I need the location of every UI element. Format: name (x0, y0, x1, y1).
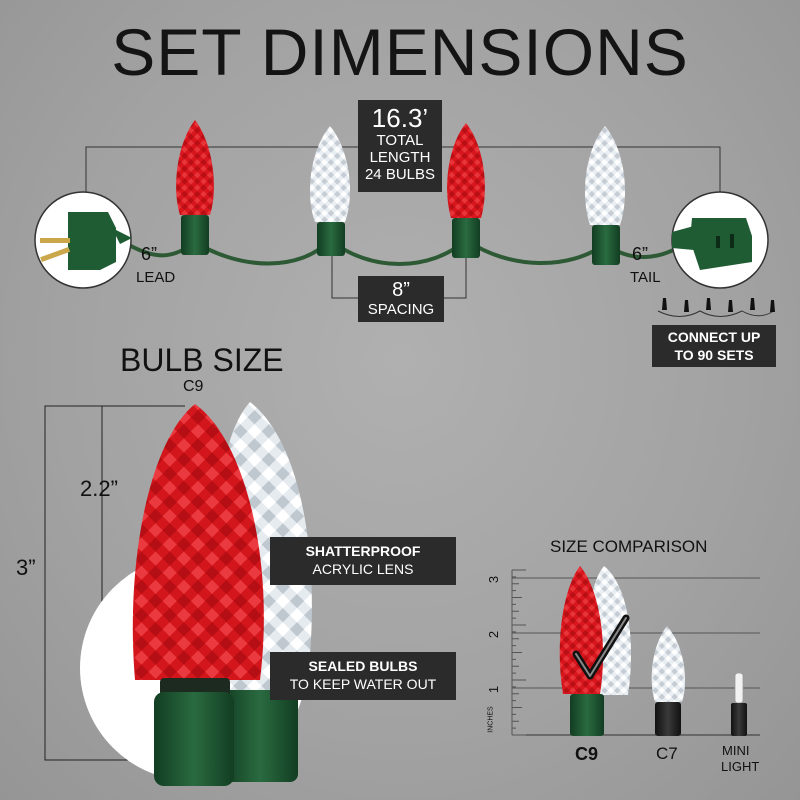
string-bulb-red-2 (447, 123, 485, 258)
spacing-box: 8” SPACING (358, 276, 444, 322)
compare-label-light: LIGHT (721, 759, 760, 774)
spacing-value: 8” (392, 279, 410, 301)
ruler-tick-2: 2 (486, 630, 502, 639)
feature-subtitle: TO KEEP WATER OUT (289, 676, 437, 692)
total-length-value: 16.3’ (371, 103, 429, 133)
feature-title: SEALED BULBS (308, 658, 418, 674)
bulb-size-type: C9 (183, 378, 204, 395)
tail-label: TAIL (630, 269, 661, 286)
compare-bulb-mini (731, 672, 747, 736)
total-length-line3: 24 BULBS (364, 166, 436, 183)
connected-sets-icon (657, 298, 775, 317)
tail-value: 6” (632, 244, 649, 264)
compare-label-mini: MINI (722, 743, 750, 758)
ruler-unit: INCHES (487, 706, 495, 733)
size-comparison-title: SIZE COMPARISON (550, 537, 708, 556)
male-plug-icon (34, 191, 132, 289)
string-bulb-red-1 (176, 120, 214, 255)
spacing-label: SPACING (367, 301, 435, 318)
string-bulb-white-2 (585, 126, 625, 265)
string-bulb-white-1 (310, 126, 350, 256)
compare-bulb-c7 (651, 626, 686, 736)
connect-sets-box: CONNECT UP TO 90 SETS (652, 325, 776, 367)
total-length-line2: LENGTH (369, 149, 431, 166)
ruler-tick-1: 1 (486, 685, 502, 694)
bulb-glass-height: 2.2” (80, 476, 118, 501)
bulb-total-height: 3” (16, 555, 36, 580)
compare-label-c7: C7 (656, 744, 678, 763)
total-length-line1: TOTAL (376, 132, 424, 149)
feature-title: SHATTERPROOF (305, 543, 421, 559)
bulb-size-title: BULB SIZE (120, 342, 284, 378)
lead-value: 6” (141, 244, 158, 264)
compare-bulb-c9 (559, 566, 604, 736)
female-plug-icon (671, 191, 769, 289)
feature-sealed: SEALED BULBS TO KEEP WATER OUT (270, 652, 456, 700)
connect-line2: TO 90 SETS (674, 347, 754, 363)
large-bulb-red (132, 404, 264, 786)
compare-label-c9: C9 (575, 744, 599, 764)
lead-label: LEAD (136, 269, 176, 286)
feature-shatterproof: SHATTERPROOF ACRYLIC LENS (270, 537, 456, 585)
feature-subtitle: ACRYLIC LENS (312, 561, 414, 577)
total-length-box: 16.3’ TOTAL LENGTH 24 BULBS (358, 100, 442, 192)
size-comparison-ruler (511, 569, 760, 736)
page-title: SET DIMENSIONS (111, 15, 689, 89)
ruler-tick-3: 3 (486, 575, 502, 584)
connect-line1: CONNECT UP (667, 329, 761, 345)
